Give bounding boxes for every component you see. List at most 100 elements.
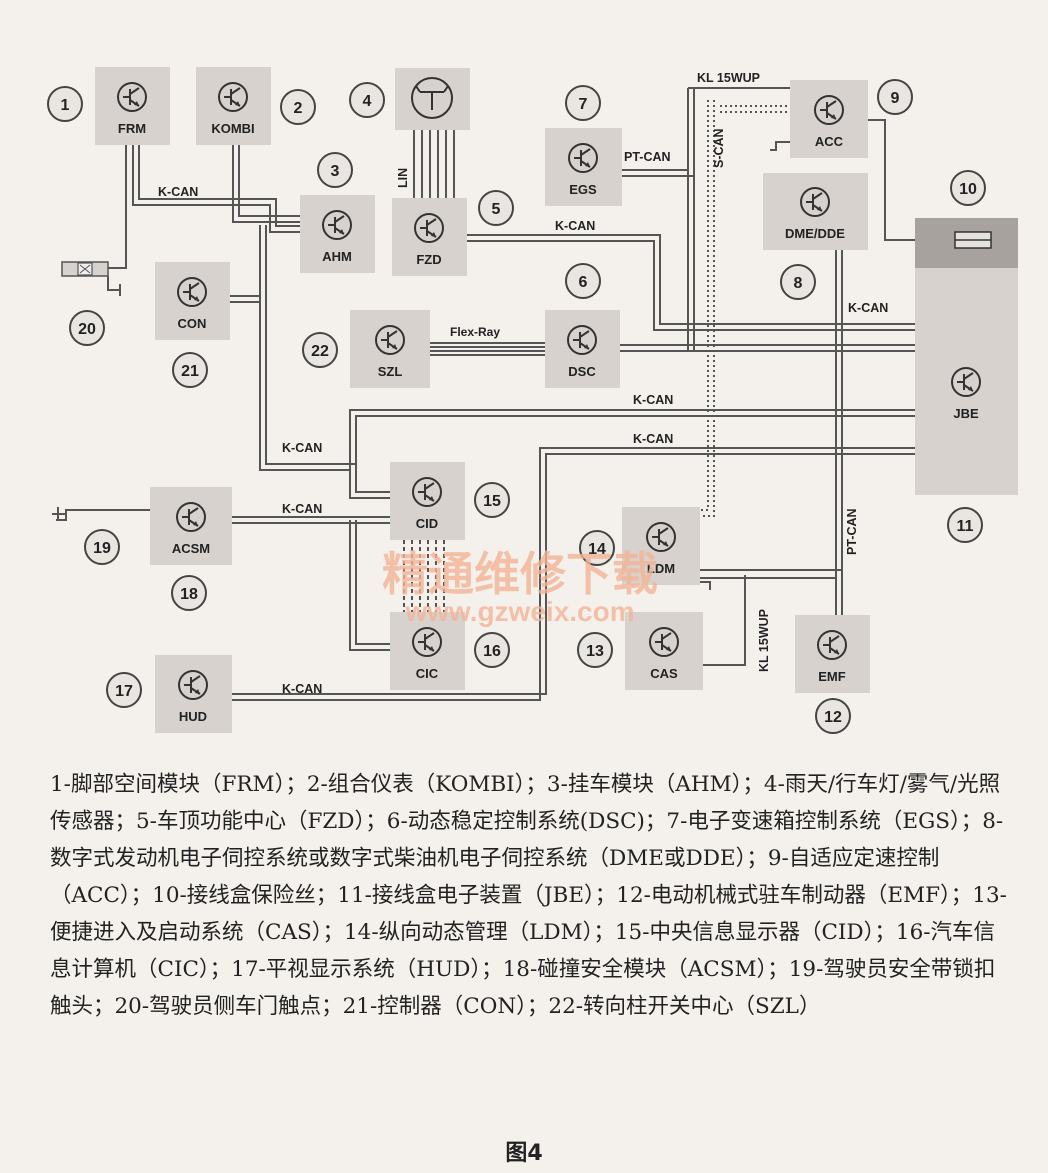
module-ldm: LDM: [622, 507, 700, 585]
door-contact-icon: [61, 261, 121, 296]
module-szl: SZL: [350, 310, 430, 388]
bus-label-kcan-fzd: K-CAN: [555, 219, 595, 233]
number-badge-fuse: [950, 170, 986, 206]
bus-label-scan: S-CAN: [712, 128, 726, 168]
number-label-acsm: 18: [180, 586, 198, 603]
module-egs-label: EGS: [569, 182, 597, 197]
number-label-hud: 17: [115, 683, 133, 700]
number-label-fuse: 10: [959, 181, 977, 198]
module-rain-light-sensor: [395, 68, 470, 130]
number-label-door: 20: [78, 321, 96, 338]
number-label-egs: 7: [579, 96, 588, 113]
bus-label-kcan-jbe: K-CAN: [848, 301, 888, 315]
module-dsc-label: DSC: [568, 364, 596, 379]
number-badge-dme: [780, 264, 816, 300]
module-emf-label: EMF: [818, 669, 846, 684]
bus-label-kcan-mid2: K-CAN: [633, 432, 673, 446]
module-jbe-label: JBE: [953, 406, 979, 421]
module-kombi: KOMBI: [196, 67, 271, 145]
watermark-main: 精通维修下载: [382, 548, 658, 600]
bus-label-lin: LIN: [396, 168, 410, 188]
number-badge-acsm: [171, 575, 207, 611]
module-fzd: FZD: [392, 198, 467, 276]
legend-text: 1-脚部空间模块（FRM）；2-组合仪表（KOMBI）；3-挂车模块（AHM）；…: [50, 772, 1007, 1019]
bus-label-kcan-hud: K-CAN: [282, 682, 322, 696]
module-dme: DME/DDE: [763, 173, 868, 250]
number-badge-egs: [565, 85, 601, 121]
number-label-ldm: 14: [588, 541, 606, 558]
bus-label-kcan-frm: K-CAN: [158, 185, 198, 199]
module-frm: FRM: [95, 67, 170, 145]
number-badge-cid: [474, 482, 510, 518]
module-dsc: DSC: [545, 310, 620, 388]
number-label-fzd: 5: [492, 201, 501, 218]
figure-caption: 图4: [505, 1141, 543, 1166]
number-badge-rls: [349, 82, 385, 118]
number-label-cic: 16: [483, 643, 501, 660]
module-acsm: ACSM: [150, 487, 232, 565]
module-emf: EMF: [795, 615, 870, 693]
belt-buckle-icon: [52, 507, 66, 521]
number-badge-ahm: [317, 152, 353, 188]
number-label-cas: 13: [586, 643, 604, 660]
module-cic-label: CIC: [416, 666, 439, 681]
number-label-szl: 22: [311, 343, 329, 360]
number-badge-door: [69, 310, 105, 346]
module-con-label: CON: [178, 316, 207, 331]
watermark-url: www.gzweix.com: [404, 596, 634, 627]
module-hud-label: HUD: [179, 709, 207, 724]
number-label-belt: 19: [93, 540, 111, 557]
number-badge-acc: [877, 79, 913, 115]
bus-label-ptcan-vertical: PT-CAN: [845, 508, 859, 555]
number-label-ahm: 3: [331, 163, 340, 180]
module-con: CON: [155, 262, 230, 340]
number-badge-kombi: [280, 89, 316, 125]
module-ahm-label: AHM: [322, 249, 352, 264]
number-label-dme: 8: [794, 275, 803, 292]
module-cas-label: CAS: [650, 666, 678, 681]
bus-label-kcan-acsm: K-CAN: [282, 502, 322, 516]
number-badge-frm: [47, 86, 83, 122]
number-badge-ldm: [579, 530, 615, 566]
number-label-dsc: 6: [579, 274, 588, 291]
number-badge-fzd: [478, 190, 514, 226]
module-cic: CIC: [390, 612, 465, 690]
number-label-emf: 12: [824, 709, 842, 726]
number-badge-jbe: [947, 507, 983, 543]
bus-label-flexray: Flex-Ray: [450, 325, 500, 339]
number-label-acc: 9: [891, 90, 900, 107]
bus-label-kl15wup-cas: KL 15WUP: [757, 609, 771, 672]
module-cas: CAS: [625, 612, 703, 690]
module-acc-label: ACC: [815, 134, 844, 149]
number-badge-cic: [474, 632, 510, 668]
module-jbe: JBE: [915, 218, 1018, 495]
number-badge-belt: [84, 529, 120, 565]
number-badge-hud: [106, 672, 142, 708]
module-cid-label: CID: [416, 516, 438, 531]
number-badge-szl: [302, 332, 338, 368]
module-dme-label: DME/DDE: [785, 226, 845, 241]
number-label-kombi: 2: [294, 100, 303, 117]
number-badge-con: [172, 352, 208, 388]
network-diagram: FRM KOMBI AHM FZD CON SZL: [47, 67, 1018, 734]
bus-label-kcan-left: K-CAN: [282, 441, 322, 455]
number-label-frm: 1: [61, 97, 70, 114]
module-hud: HUD: [155, 655, 232, 733]
bus-label-ptcan-egs: PT-CAN: [624, 150, 671, 164]
module-ahm: AHM: [300, 195, 375, 273]
module-kombi-label: KOMBI: [211, 121, 254, 136]
number-label-rls: 4: [363, 93, 372, 110]
number-label-cid: 15: [483, 493, 501, 510]
bus-label-kcan-mid1: K-CAN: [633, 393, 673, 407]
number-badge-emf: [815, 698, 851, 734]
number-badge-cas: [577, 632, 613, 668]
module-fzd-label: FZD: [416, 252, 441, 267]
module-ldm-label: LDM: [647, 561, 675, 576]
module-cid: CID: [390, 462, 465, 540]
module-acc: ACC: [790, 80, 868, 158]
bus-label-kl15wup-top: KL 15WUP: [697, 71, 760, 85]
number-label-jbe: 11: [957, 518, 974, 535]
module-frm-label: FRM: [118, 121, 146, 136]
number-badge-dsc: [565, 263, 601, 299]
number-label-con: 21: [181, 363, 199, 380]
